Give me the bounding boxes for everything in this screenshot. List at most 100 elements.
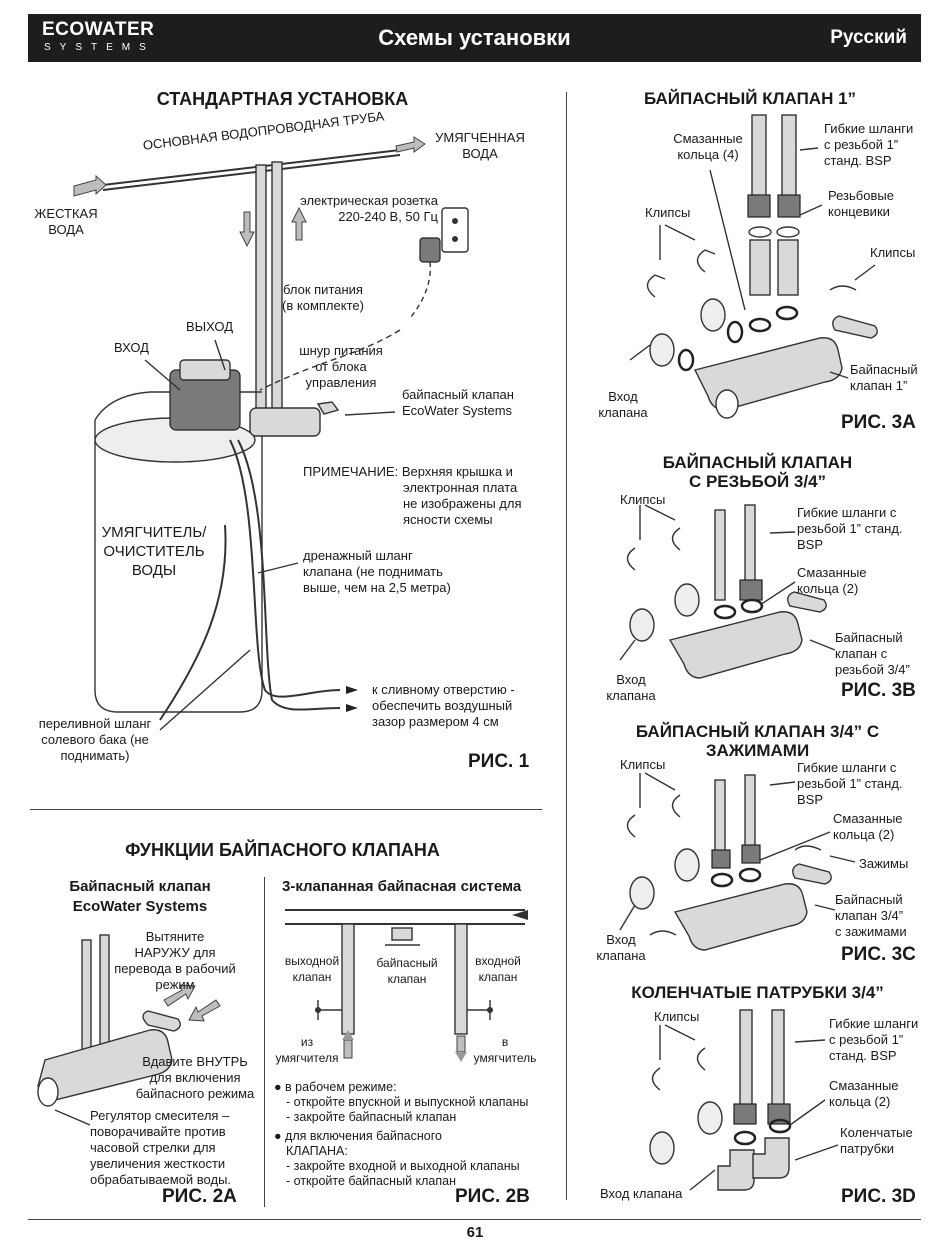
- push-in-line3: байпасного режима: [135, 1086, 255, 1101]
- fig3a-inlet-line2: клапана: [598, 405, 648, 420]
- power-cord-line1: шнур питания: [299, 343, 383, 358]
- to-softener-line1: в: [501, 1035, 509, 1049]
- fig3d-caption: РИС. 3D: [841, 1186, 916, 1207]
- to-drain-line2: обеспечить воздушный: [372, 698, 513, 713]
- fig3c-clamps-label: Зажимы: [859, 856, 909, 871]
- bypass-line1: байпасный клапан: [402, 387, 514, 402]
- mixer-line5: обрабатываемой воды.: [90, 1172, 232, 1187]
- fig3a-orings-label: Смазанные кольца (4): [666, 131, 750, 163]
- fig3c-inlet-line2: клапана: [596, 948, 646, 963]
- bypass-valve-line2: клапан: [387, 972, 427, 986]
- fig3b-valve-line2: клапан с: [835, 646, 888, 661]
- fig3b-clips-label: Клипсы: [620, 492, 666, 507]
- drain-hose-label: дренажный шланг клапана (не поднимать вы…: [303, 548, 451, 596]
- fig3c-inlet-line1: Вход: [606, 932, 636, 947]
- drain-hose-line2: клапана (не поднимать: [303, 564, 443, 579]
- fig3d-hoses-line3: станд. BSP: [829, 1048, 897, 1063]
- outlet-label: электрическая розетка 220-240 В, 50 Гц: [276, 193, 438, 225]
- fig3c-orings-label: Смазанные кольца (2): [833, 811, 903, 843]
- fig2b-title: 3-клапанная байпасная система: [282, 878, 522, 895]
- pull-out-label: Вытяните НАРУЖУ для перевода в рабочий р…: [110, 929, 240, 993]
- fig3b-hoses-line1: Гибкие шланги с: [797, 505, 897, 520]
- fig3b-hoses-line3: BSP: [797, 537, 824, 552]
- fig3c-valve-label: Байпасный клапан 3/4” с зажимами: [835, 892, 907, 940]
- bypass-head-line2: КЛАПАНА:: [286, 1144, 348, 1158]
- inlet-valve-line2: клапан: [478, 970, 518, 984]
- fig3a-valve-label: Байпасный клапан 1”: [850, 362, 918, 394]
- bypass-line2: EcoWater Systems: [402, 403, 513, 418]
- fig3c-valve-line1: Байпасный: [835, 892, 903, 907]
- outlet-line2: 220-240 В, 50 Гц: [338, 209, 438, 224]
- fig1-heading: СТАНДАРТНАЯ УСТАНОВКА: [156, 89, 409, 109]
- column-divider: [566, 92, 567, 1200]
- fig3a-orings-line1: Смазанные: [673, 131, 743, 146]
- from-softener-line2: умягчителя: [275, 1051, 339, 1065]
- note-line1: ПРИМЕЧАНИЕ: Верхняя крышка и: [303, 464, 513, 479]
- fig3a-hoses-line2: с резьбой 1”: [824, 137, 899, 152]
- section-divider: [30, 809, 542, 810]
- fig3c-heading-line2: ЗАЖИМАМИ: [705, 741, 810, 760]
- service-item-2: - закройте байпасный клапан: [286, 1110, 457, 1124]
- service-item-1: - откройте впускной и выпускной клапаны: [286, 1095, 529, 1109]
- fig3b-hoses-line2: резьбой 1” станд.: [797, 521, 903, 536]
- fig3d-hoses-line2: с резьбой 1”: [829, 1032, 904, 1047]
- fig3d-orings-line2: кольца (2): [829, 1094, 891, 1109]
- fig3a-clips-right: Клипсы: [870, 245, 916, 260]
- fig3d-elbows-line1: Коленчатые: [840, 1125, 913, 1140]
- fig3b-orings-label: Смазанные кольца (2): [797, 565, 867, 597]
- hard-water-line1: ЖЕСТКАЯ: [34, 206, 98, 221]
- bypass-item-2: - откройте байпасный клапан: [286, 1174, 457, 1188]
- fig2-heading: ФУНКЦИИ БАЙПАСНОГО КЛАПАНА: [125, 840, 440, 860]
- fig3a-orings-line2: кольца (4): [677, 147, 739, 162]
- pull-out-line3: перевода в рабочий: [114, 961, 236, 976]
- mixer-line1: Регулятор смесителя –: [90, 1108, 230, 1123]
- page-header: ECOWATER SYSTEMS Схемы установки Русский: [28, 14, 921, 62]
- fig3c-heading-line1: БАЙПАСНЫЙ КЛАПАН 3/4” С: [635, 722, 880, 741]
- fig3d-hoses-label: Гибкие шланги с резьбой 1” станд. BSP: [829, 1016, 918, 1064]
- fig3d-elbows-line2: патрубки: [840, 1141, 895, 1156]
- fig2a-caption: РИС. 2A: [162, 1186, 237, 1207]
- from-softener-line1: из: [300, 1035, 314, 1049]
- outlet-valve-line2: клапан: [292, 970, 332, 984]
- language-label: Русский: [830, 27, 907, 48]
- fig3d-hoses-line1: Гибкие шланги: [829, 1016, 919, 1031]
- logo-wordmark: ECOWATER: [42, 19, 155, 40]
- fig3d-heading: КОЛЕНЧАТЫЕ ПАТРУБКИ 3/4”: [631, 983, 884, 1002]
- footer-rule: [28, 1219, 921, 1220]
- power-unit-line1: блок питания: [283, 282, 363, 297]
- service-head: ● в рабочем режиме:: [274, 1080, 397, 1094]
- push-in-line2: для включения: [149, 1070, 241, 1085]
- softener-label: УМЯГЧИТЕЛЬ/ ОЧИСТИТЕЛЬ ВОДЫ: [95, 523, 213, 580]
- overflow-line3: поднимать): [60, 748, 130, 763]
- fig3d-elbows-label: Коленчатые патрубки: [840, 1125, 913, 1157]
- fig3c-hoses-line2: резьбой 1” станд.: [797, 776, 903, 791]
- fig3c-valve-line2: клапан 3/4”: [835, 908, 904, 923]
- valve-outlet-label: ВЫХОД: [186, 319, 234, 334]
- fig2a-title: Байпасный клапан EcoWater Systems: [40, 877, 240, 917]
- fig2a-title-line2: EcoWater Systems: [72, 898, 208, 915]
- drain-hose-line3: выше, чем на 2,5 метра): [303, 580, 451, 595]
- drain-hose-line1: дренажный шланг: [303, 548, 413, 563]
- from-softener-label: из умягчителя: [272, 1034, 342, 1066]
- fig3a-inlet-label: Вход клапана: [594, 389, 652, 421]
- fig3b-valve-line1: Байпасный: [835, 630, 903, 645]
- soft-water-line1: УМЯГЧЕННАЯ: [435, 130, 525, 145]
- fig3d-orings-line1: Смазанные: [829, 1078, 899, 1093]
- page-title: Схемы установки: [378, 25, 571, 50]
- fig3a-hoses-label: Гибкие шланги с резьбой 1” станд. BSP: [824, 121, 913, 169]
- fig3b-valve-line3: резьбой 3/4”: [835, 662, 910, 677]
- pull-out-line4: режим: [155, 977, 195, 992]
- push-in-line1: Вдавите ВНУТРЬ: [142, 1054, 248, 1069]
- page-number: 61: [466, 1224, 484, 1241]
- power-cord-line2: от блока: [315, 359, 367, 374]
- fig3b-inlet-line2: клапана: [606, 688, 656, 703]
- bypass-valve-label: байпасный клапан: [370, 955, 444, 987]
- soft-water-line2: ВОДА: [462, 146, 498, 161]
- fig3c-clips-label: Клипсы: [620, 757, 666, 772]
- power-unit-line2: (в комплекте): [282, 298, 364, 313]
